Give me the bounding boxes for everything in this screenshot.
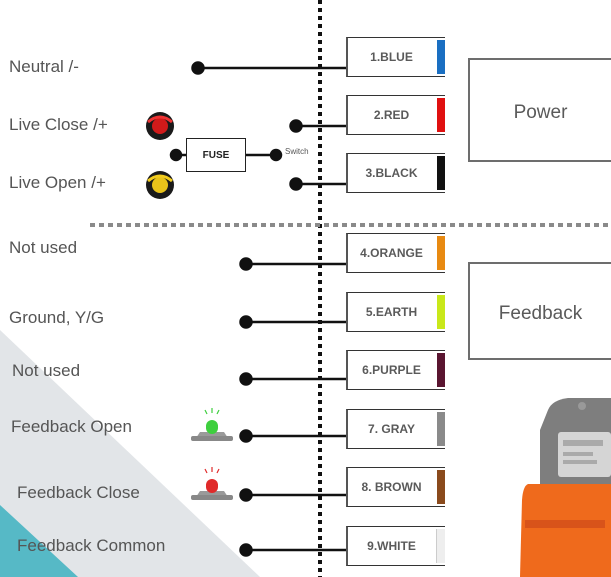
feedback-group-label: Feedback [498,303,583,324]
wire-node [239,257,253,271]
terminal-8: 8. BROWN [346,467,445,507]
yellow-indicator-icon [146,171,174,199]
power-group-label: Power [513,102,568,123]
terminal-color-strip [437,412,445,446]
wire-node [239,543,253,557]
label-neutral: Neutral /- [9,57,79,76]
terminal-6: 6.PURPLE [346,350,445,390]
terminal-color-strip [437,40,445,74]
feedback-group-box: Feedback [468,262,611,360]
terminal-color-strip [436,529,445,563]
label-live-open: Live Open /+ [9,173,106,192]
wire-node [239,372,253,386]
terminal-4: 4.ORANGE [346,233,445,273]
terminal-label: 8. BROWN [361,480,422,494]
power-group-box: Power [468,58,611,162]
red-indicator-icon [146,112,174,140]
wire-node [269,148,283,162]
terminal-7: 7. GRAY [346,409,445,449]
terminal-label: 5.EARTH [365,305,418,319]
terminal-label: 6.PURPLE [362,363,421,377]
terminal-label: 3.BLACK [365,166,418,180]
label-not-used-1: Not used [9,238,78,257]
label-feedback-common: Feedback Common [17,536,166,555]
wire-node [239,315,253,329]
gray-corner-shape [0,330,260,577]
terminal-1: 1.BLUE [346,37,445,77]
terminal-label: 1.BLUE [370,50,413,64]
terminal-label: 7. GRAY [368,422,415,436]
green-signal-light-icon [191,408,233,441]
teal-corner-shape [0,505,78,577]
terminal-2: 2.RED [346,95,445,135]
terminal-color-strip [437,295,445,329]
red-signal-light-icon [191,467,233,500]
wire-node [239,429,253,443]
terminal-color-strip [437,156,445,190]
label-feedback-open: Feedback Open [11,417,132,436]
wire-node [239,488,253,502]
terminal-5: 5.EARTH [346,292,445,332]
terminal-label: 4.ORANGE [360,246,423,260]
label-feedback-close: Feedback Close [17,483,140,502]
label-live-close: Live Close /+ [9,115,108,134]
terminal-label: 9.WHITE [367,539,416,553]
switch-label: Switch [285,147,309,156]
wire-node [169,148,183,162]
terminal-3: 3.BLACK [346,153,445,193]
terminal-color-strip [437,353,445,387]
terminal-label: 2.RED [373,108,410,122]
fuse-box: FUSE [186,138,246,172]
wire-node [289,119,303,133]
terminal-9: 9.WHITE [346,526,445,566]
terminal-color-strip [437,470,445,504]
label-ground: Ground, Y/G [9,308,105,327]
wire-node [289,177,303,191]
wire-node [191,61,205,75]
actuator-device [520,398,611,577]
terminal-color-strip [437,98,445,132]
terminal-color-strip [437,236,445,270]
label-not-used-2: Not used [12,361,81,380]
